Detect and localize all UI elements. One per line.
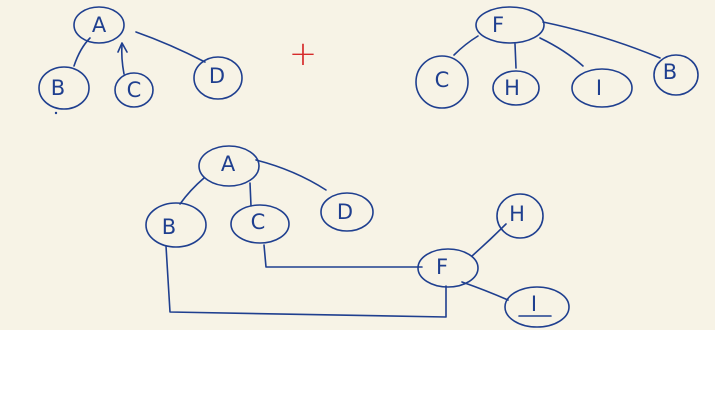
node-f-merged: F bbox=[417, 248, 479, 288]
node-label: D bbox=[337, 200, 353, 224]
node-label: I bbox=[596, 76, 602, 100]
node-b-merged: B bbox=[145, 202, 207, 248]
node-c: C bbox=[114, 72, 154, 108]
node-label: F bbox=[492, 13, 504, 37]
edge-b-f bbox=[165, 245, 447, 318]
node-label: H bbox=[504, 76, 520, 100]
node-label: B bbox=[162, 215, 176, 239]
node-label: A bbox=[92, 13, 107, 37]
tree-left: A B C D bbox=[38, 6, 243, 110]
edge-c-f bbox=[263, 244, 423, 268]
node-h: H bbox=[492, 70, 540, 106]
tree-diagram: A B C D + F bbox=[0, 0, 715, 330]
ink-dot bbox=[54, 111, 58, 115]
node-label: C bbox=[251, 210, 266, 234]
node-i: I bbox=[571, 68, 633, 108]
tree-right: F C H I B bbox=[415, 6, 699, 109]
plus-operator: + bbox=[289, 34, 318, 74]
node-a: A bbox=[73, 6, 125, 44]
tree-merged: A B C D F H I bbox=[145, 145, 570, 328]
page-margin bbox=[0, 330, 715, 413]
edge-a-d-merged bbox=[255, 159, 327, 191]
edge-f-h bbox=[514, 43, 517, 69]
node-a-merged: A bbox=[198, 145, 260, 187]
node-f: F bbox=[475, 6, 545, 44]
node-label: C bbox=[435, 68, 450, 92]
node-b: B bbox=[38, 66, 90, 110]
node-h-merged: H bbox=[496, 193, 544, 239]
edge-a-d bbox=[135, 31, 206, 63]
edge-a-b-merged bbox=[179, 177, 205, 205]
edge-a-b bbox=[73, 37, 91, 67]
whiteboard-canvas: A B C D + F bbox=[0, 0, 715, 330]
node-label: B bbox=[663, 60, 677, 84]
node-i-merged: I bbox=[504, 286, 570, 328]
edge-f-b bbox=[542, 21, 661, 59]
node-label: C bbox=[127, 78, 142, 102]
edge-f-h-merged bbox=[471, 223, 507, 257]
node-label: I bbox=[531, 292, 537, 316]
node-d-merged: D bbox=[320, 192, 374, 232]
node-label: B bbox=[51, 76, 65, 100]
edge-a-c bbox=[120, 43, 125, 75]
edge-f-c bbox=[453, 35, 479, 56]
edge-f-i bbox=[539, 37, 584, 67]
canvas-background bbox=[0, 0, 715, 330]
node-c-right: C bbox=[415, 55, 469, 109]
node-label: F bbox=[436, 255, 448, 279]
node-label: D bbox=[209, 64, 225, 88]
edge-a-c-merged bbox=[249, 182, 252, 207]
node-c-merged: C bbox=[230, 204, 290, 244]
node-label: H bbox=[509, 202, 525, 226]
edge-c-arrow bbox=[117, 42, 128, 53]
node-d: D bbox=[193, 56, 243, 100]
node-b-right: B bbox=[653, 54, 699, 96]
node-label: A bbox=[221, 152, 236, 176]
